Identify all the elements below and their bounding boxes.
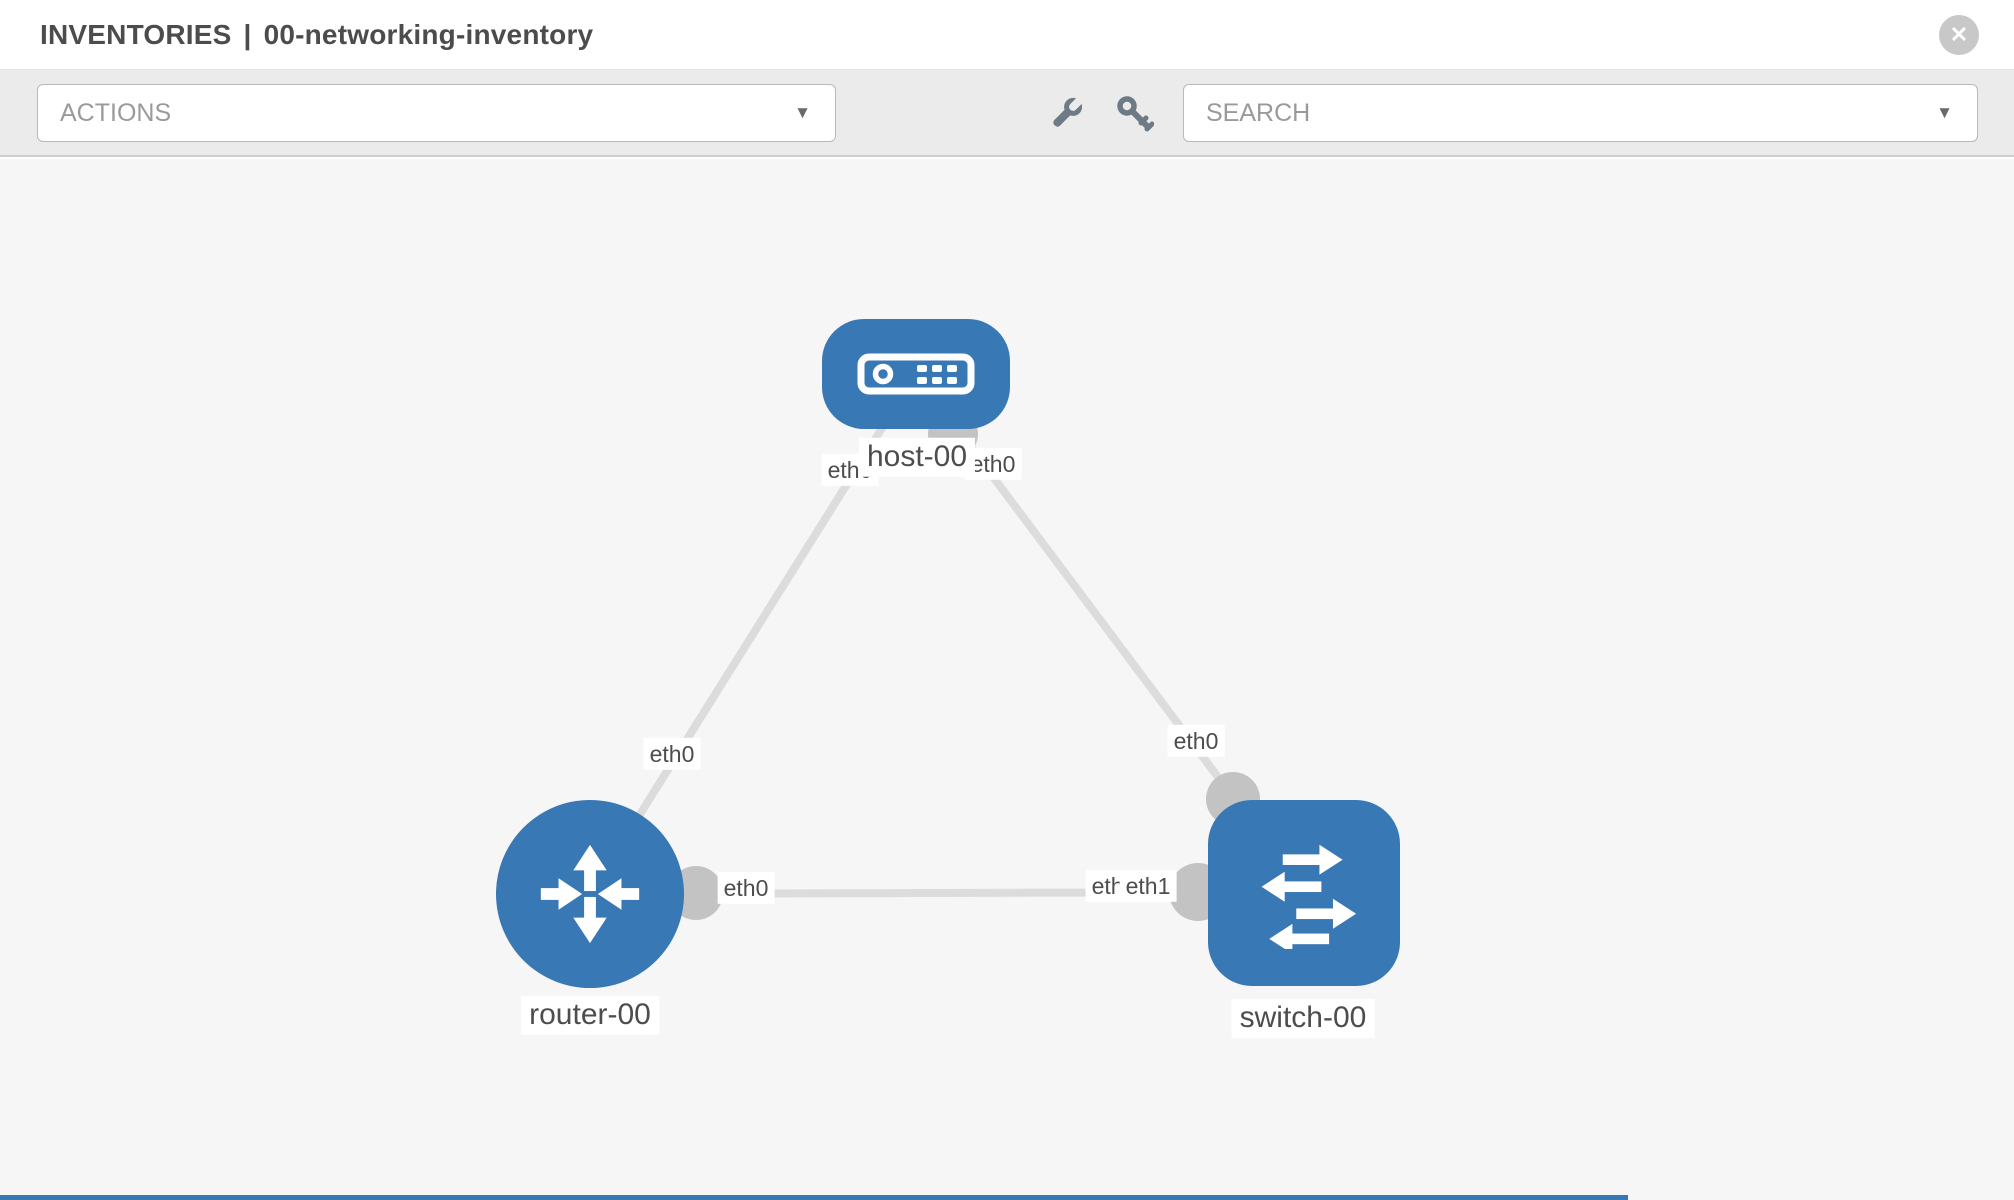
node-label-host: host-00 bbox=[858, 437, 976, 477]
breadcrumb: INVENTORIES bbox=[40, 18, 232, 50]
toolbar: ACTIONS ▼ SEARCH ▼ bbox=[0, 70, 2014, 157]
topology-links bbox=[586, 371, 1308, 921]
search-dropdown-label: SEARCH bbox=[1206, 98, 1311, 127]
interface-label: eth0 bbox=[1167, 724, 1225, 758]
key-icon[interactable] bbox=[1112, 92, 1156, 136]
router-icon bbox=[540, 844, 640, 944]
actions-dropdown-label: ACTIONS bbox=[60, 98, 172, 127]
chevron-down-icon: ▼ bbox=[1936, 103, 1953, 122]
interface-label: eth0 bbox=[717, 871, 775, 905]
page-title: INVENTORIES | 00-networking-inventory bbox=[40, 19, 593, 51]
node-switch-00[interactable] bbox=[1208, 800, 1400, 986]
node-router-00[interactable] bbox=[496, 800, 684, 988]
close-icon[interactable]: ✕ bbox=[1939, 15, 1979, 55]
host-icon bbox=[857, 353, 975, 395]
search-dropdown[interactable]: SEARCH ▼ bbox=[1183, 84, 1978, 142]
window-header: INVENTORIES | 00-networking-inventory ✕ bbox=[0, 0, 2014, 70]
breadcrumb-separator: | bbox=[243, 18, 252, 50]
actions-dropdown[interactable]: ACTIONS ▼ bbox=[37, 84, 836, 142]
topology-canvas[interactable]: eth0 eth0 eth0 eth0 eth0 eth0 eth1 host-… bbox=[0, 159, 2014, 1200]
node-label-switch: switch-00 bbox=[1231, 998, 1375, 1038]
node-label-router: router-00 bbox=[521, 995, 659, 1035]
switch-icon bbox=[1261, 844, 1357, 949]
interface-label: eth1 bbox=[1119, 869, 1177, 903]
bottom-panel-edge bbox=[0, 1195, 1628, 1200]
chevron-down-icon: ▼ bbox=[794, 103, 811, 122]
close-glyph: ✕ bbox=[1949, 22, 1969, 47]
inventory-name: 00-networking-inventory bbox=[263, 18, 594, 50]
node-host-00[interactable] bbox=[822, 319, 1010, 429]
wrench-icon[interactable] bbox=[1044, 92, 1088, 136]
interface-label: eth0 bbox=[643, 737, 701, 771]
